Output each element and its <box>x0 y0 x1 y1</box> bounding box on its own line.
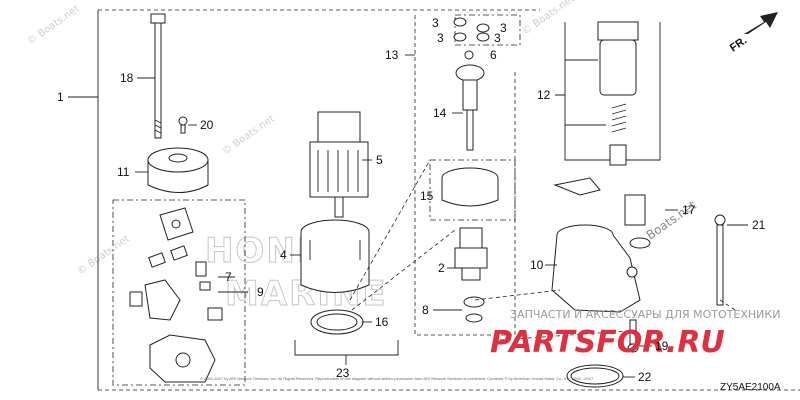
callout-7: 7 <box>225 270 232 284</box>
callout-3: 3 <box>437 31 444 45</box>
part-16-gasket-ring <box>310 309 364 335</box>
part-2-drive-pinion <box>454 227 488 281</box>
callout-16: 16 <box>375 315 389 329</box>
part-4-yoke <box>300 219 370 293</box>
part-11-rear-cover <box>147 147 209 193</box>
brush-holder-group-box <box>112 199 246 386</box>
watermark-boats: © Boats.net <box>25 3 81 47</box>
part-21-bolt <box>714 214 726 306</box>
part-17-shift-lever <box>553 177 651 249</box>
group-23-bracket <box>294 340 399 365</box>
watermark-boats: © Boats.net <box>220 113 276 157</box>
callout-1: 1 <box>57 90 64 104</box>
watermark-boats: © Boats.net <box>520 0 576 37</box>
solenoid-switch <box>597 21 639 166</box>
part-15-internal-gear <box>441 167 499 207</box>
gear-group-box <box>429 159 516 221</box>
watermark-boats: © Boats.net <box>75 233 131 277</box>
part-brush-holder <box>149 334 216 383</box>
partsfor-brand: PARTSFOR.RU <box>490 325 725 360</box>
nut-group-box <box>454 14 521 46</box>
callout-3: 3 <box>432 16 439 30</box>
callout-13: 13 <box>385 48 399 62</box>
ru-banner: ЗАПЧАСТИ И АКСЕССУАРЫ ДЛЯ МОТОТЕХНИКИ <box>510 308 780 321</box>
callout-11: 11 <box>117 165 130 179</box>
callout-3: 3 <box>494 31 501 45</box>
front-arrow-icon: FR. <box>728 12 778 54</box>
callout-12: 12 <box>537 88 551 102</box>
copyright-note: © 2001-2017 by ARI Network Services, Inc… <box>200 376 594 381</box>
leader-line <box>218 276 248 293</box>
callout-18: 18 <box>120 71 134 85</box>
part-6-washer <box>464 50 474 60</box>
part-3-nuts <box>453 17 490 42</box>
callout-23: 23 <box>336 366 350 380</box>
callout-17: 17 <box>682 203 696 217</box>
callout-5: 5 <box>376 153 383 167</box>
part-19-bolt <box>627 319 639 353</box>
part-brushes <box>129 245 223 321</box>
front-direction-label: FR. <box>728 34 749 54</box>
assembly-outline <box>98 9 800 391</box>
diagram-code: ZY5AE2100A <box>720 382 781 393</box>
callout-20: 20 <box>200 118 214 132</box>
callout-3: 3 <box>500 21 507 35</box>
part-18-long-bolt <box>150 13 166 139</box>
part-brush-lead <box>144 279 181 321</box>
callout-19: 19 <box>655 339 669 353</box>
callout-9: 9 <box>257 285 264 299</box>
callout-2: 2 <box>438 261 445 275</box>
part-22-o-ring <box>566 364 624 388</box>
leader-line <box>555 59 606 126</box>
callout-14: 14 <box>433 106 447 120</box>
part-20-screw <box>178 116 188 134</box>
part-brush-plate <box>159 207 194 241</box>
callout-8: 8 <box>422 303 429 317</box>
part-5-armature <box>309 111 369 218</box>
callout-15: 15 <box>420 189 434 203</box>
alignment-lines <box>349 159 736 341</box>
callout-22: 22 <box>638 370 652 384</box>
part-8-stopper <box>463 296 485 323</box>
callout-4: 4 <box>280 248 287 262</box>
callout-21: 21 <box>752 218 766 232</box>
callout-6: 6 <box>490 48 497 62</box>
part-14-pinion-shaft <box>455 64 485 151</box>
callout-10: 10 <box>530 258 544 272</box>
part-10-front-housing <box>551 224 641 313</box>
